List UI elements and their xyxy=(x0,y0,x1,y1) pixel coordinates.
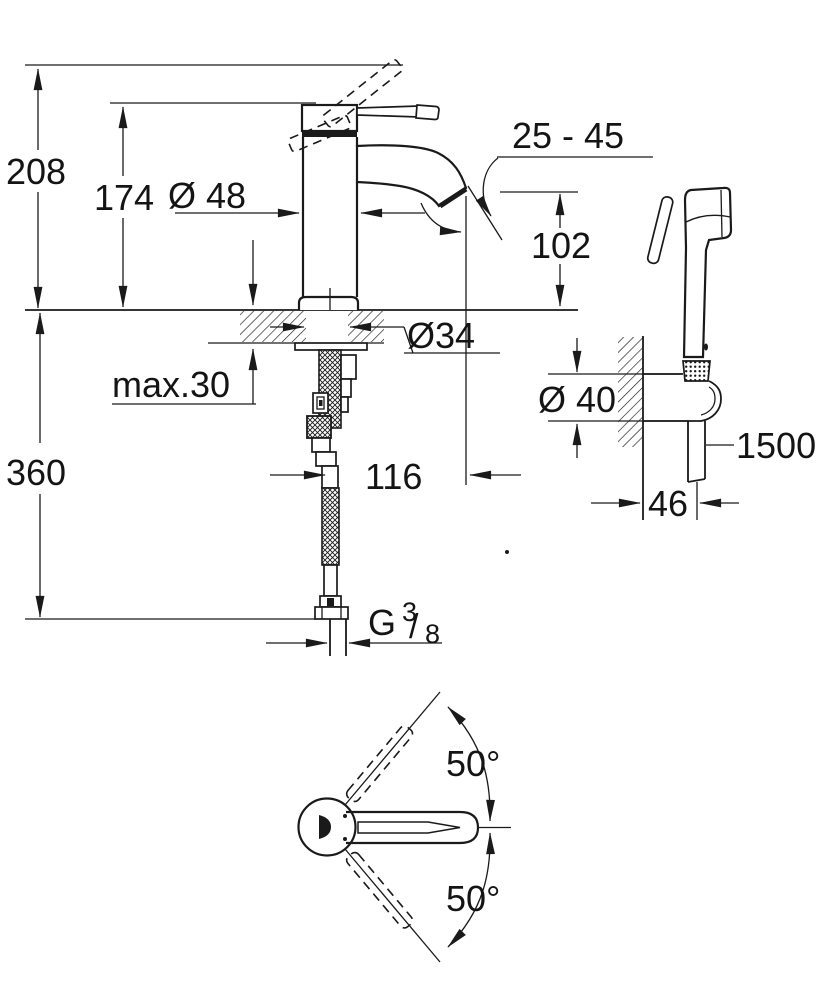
spray-trigger-group xyxy=(646,196,674,265)
dim-label-spout-reach: 116 xyxy=(365,456,422,497)
dim-label-body-height: 174 xyxy=(94,177,154,218)
swivel-ref-lower xyxy=(344,848,441,963)
connection-pipe xyxy=(329,619,347,656)
braided-hose xyxy=(321,487,340,566)
dim-label-swivel-up: 50° xyxy=(446,743,500,784)
swivel-arc-upper xyxy=(475,157,499,217)
spout-outlet-face xyxy=(438,186,468,209)
front-view: 208 174 Ø 48 25 - 45 102 Ø34 max.30 360 xyxy=(6,58,653,656)
fitting-mark xyxy=(327,598,334,606)
dimensions-side: Ø 40 1500 46 xyxy=(538,338,816,524)
fixing-spacer-inner xyxy=(316,396,325,410)
wall-hatch xyxy=(618,337,643,447)
faucet-base xyxy=(297,295,360,310)
shank-step-2 xyxy=(340,378,352,398)
hand-shower-set: Ø 40 1500 46 xyxy=(538,186,816,524)
spray-knurled-coupling xyxy=(682,360,711,382)
base-washer xyxy=(294,342,368,351)
dimensions-front: 208 174 Ø 48 25 - 45 102 Ø34 max.30 360 xyxy=(6,68,624,649)
cap-ring xyxy=(302,130,357,137)
index-dot-upper xyxy=(343,814,347,818)
holder-hook xyxy=(688,380,722,422)
dim-label-overall-height: 208 xyxy=(6,151,66,192)
dim-label-holder-diameter: Ø 40 xyxy=(538,379,616,420)
hand-spray-seam xyxy=(685,214,731,223)
lever-rod xyxy=(356,105,420,118)
spray-button xyxy=(704,343,708,351)
swivel-ref-upper xyxy=(344,691,441,806)
swivel-arc-lower xyxy=(420,202,462,236)
top-view: 50° 50° xyxy=(297,691,511,963)
holder-hook-inner xyxy=(700,386,716,416)
dim-label-wall-offset: 46 xyxy=(648,483,688,524)
swivel-arc-down xyxy=(447,832,495,948)
dim-label-thread-slash: / xyxy=(409,608,419,646)
shank-step-1 xyxy=(340,354,357,380)
shank-step-3 xyxy=(340,396,349,413)
spout xyxy=(355,144,468,208)
connector-upper xyxy=(311,437,331,453)
dim-label-max-thickness: max.30 xyxy=(112,364,230,405)
swivel-ref-line xyxy=(467,185,503,241)
hand-spray-cap-edge xyxy=(720,189,723,238)
swivel-arc-up xyxy=(447,706,495,822)
union-nut xyxy=(314,606,349,620)
dim-label-supply-depth: 360 xyxy=(6,452,66,493)
index-dot-lower xyxy=(343,837,347,841)
union-nut-facets xyxy=(321,607,342,619)
under-deck-assembly xyxy=(294,342,368,656)
lever-dashed-down-position xyxy=(345,851,414,929)
lever-dashed-up-position xyxy=(345,725,414,803)
lever-plan-inner xyxy=(357,821,461,834)
dim-label-hose-length: 1500 xyxy=(736,425,816,466)
dim-label-thread-g: G xyxy=(368,602,396,643)
lever-raised-dashed xyxy=(321,58,404,128)
fixing-spacer-mark xyxy=(319,400,323,406)
dim-label-outlet-height: 102 xyxy=(531,225,591,266)
dim-label-spout-range: 25 - 45 xyxy=(512,115,624,156)
dim-label-body-diameter: Ø 48 xyxy=(168,175,246,216)
dim-label-swivel-down: 50° xyxy=(446,878,500,919)
cartridge-mark xyxy=(319,815,331,839)
lever-lowered-dashed xyxy=(287,114,352,153)
shower-hose xyxy=(687,421,706,483)
mounting-nut xyxy=(306,415,332,439)
connector-lower xyxy=(315,451,337,467)
spray-trigger-lever xyxy=(646,196,674,265)
stray-mark xyxy=(505,550,509,554)
faucet-body xyxy=(301,137,359,297)
lever-grip xyxy=(415,104,440,121)
hand-spray-body xyxy=(682,186,733,359)
hose-end-tube xyxy=(323,564,338,597)
dim-label-hole-diameter: Ø34 xyxy=(407,315,475,356)
leader-hole-dia xyxy=(403,326,500,354)
dim-label-thread-num: 3 xyxy=(402,597,417,627)
dim-label-thread-den: 8 xyxy=(425,619,440,649)
hose-collar xyxy=(321,465,339,489)
faucet-front xyxy=(287,58,468,310)
